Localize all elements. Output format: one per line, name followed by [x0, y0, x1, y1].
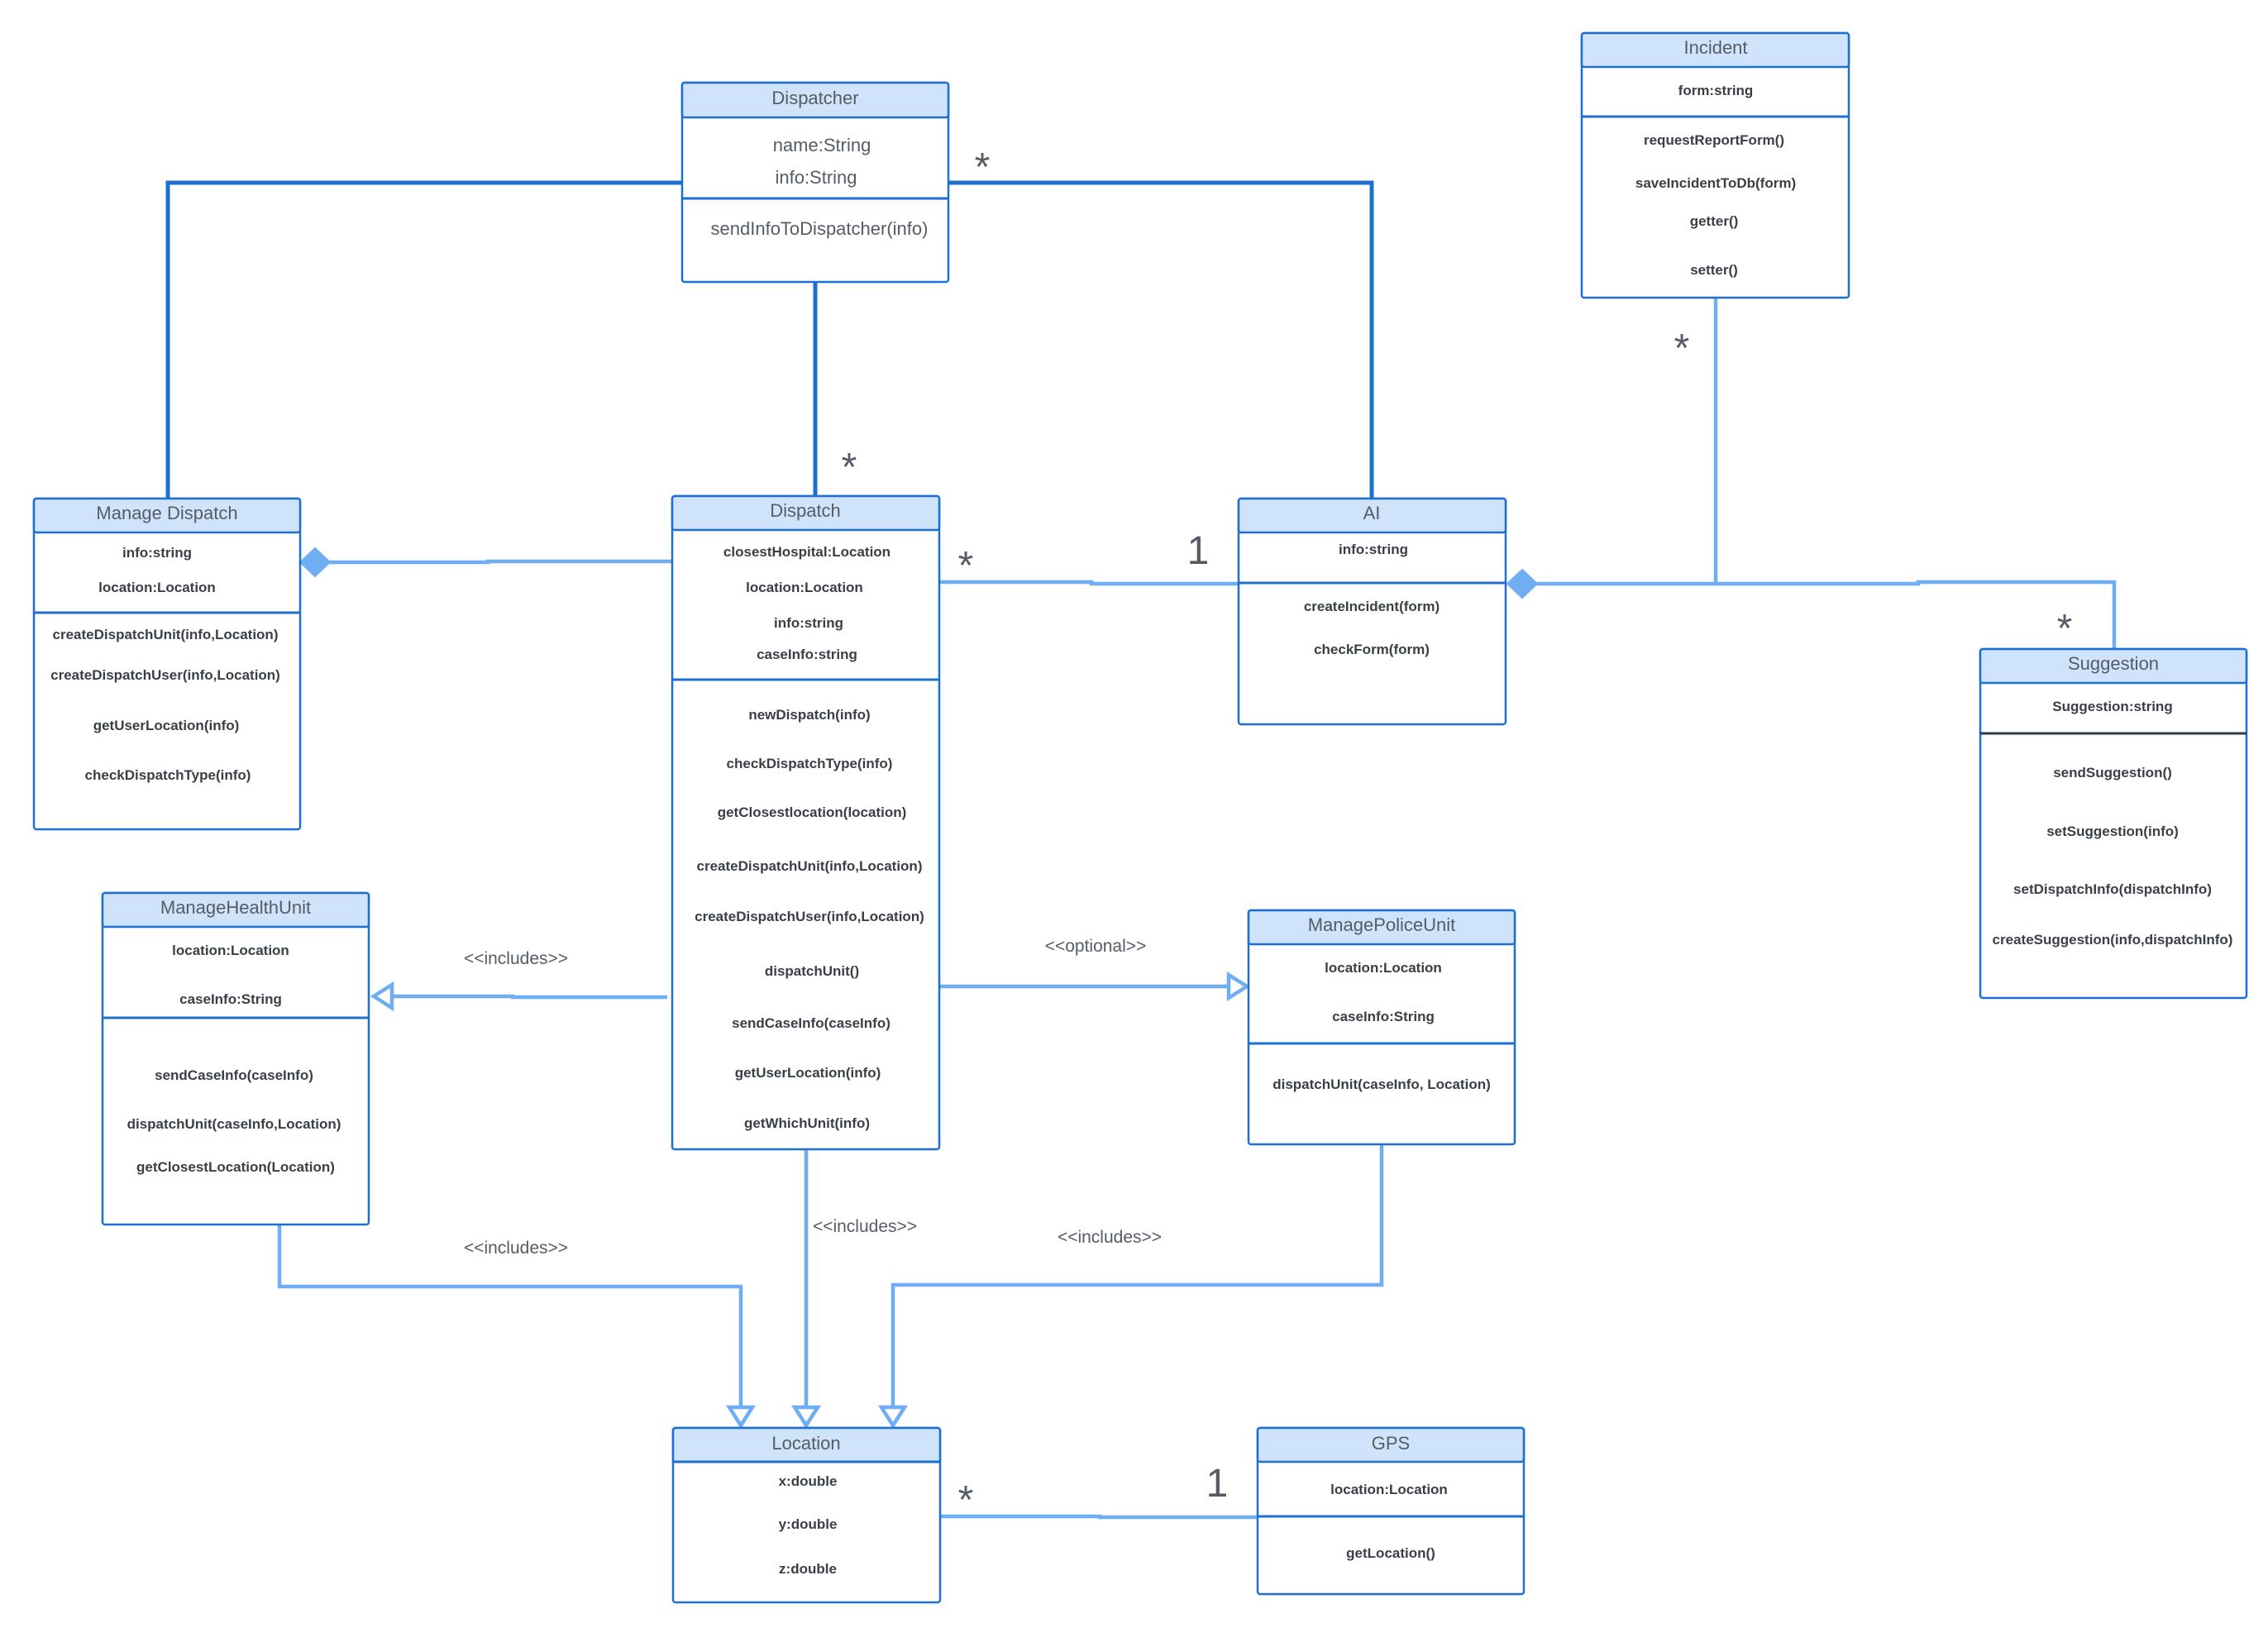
class-attribute: location:Location — [1325, 960, 1442, 976]
class-title: Suggestion — [2068, 653, 2159, 674]
class-method: getClosestLocation(Location) — [136, 1159, 335, 1175]
includes-police-location — [890, 1144, 1384, 1409]
class-method: createDispatchUnit(info,Location) — [697, 858, 923, 874]
class-method: createDispatchUser(info,Location) — [50, 667, 280, 683]
class-method: dispatchUnit() — [765, 963, 859, 979]
class-attribute: caseInfo:String — [1332, 1009, 1435, 1024]
composition-diamond-manage-dispatch — [298, 547, 332, 578]
stereotype-includes-police-location: <<includes>> — [1058, 1228, 1162, 1247]
class-method: createDispatchUnit(info,Location) — [53, 627, 279, 642]
class-title: ManageHealthUnit — [160, 897, 311, 918]
multiplicity-dispatcher-right: * — [975, 146, 991, 189]
class-method: checkForm(form) — [1314, 642, 1430, 657]
class-method: setter() — [1690, 262, 1738, 278]
composition-dispatch-manage-dispatch — [327, 559, 672, 565]
class-manage-dispatch[interactable]: Manage Dispatch info:string location:Loc… — [32, 497, 302, 831]
arrowhead-location-right — [877, 1405, 909, 1430]
class-ai[interactable]: AI info:string createIncident(form) chec… — [1237, 497, 1507, 726]
class-manage-police-unit[interactable]: ManagePoliceUnit location:Location caseI… — [1247, 909, 1516, 1146]
assoc-location-gps — [940, 1514, 1258, 1520]
class-gps[interactable]: GPS location:Location getLocation() — [1256, 1426, 1526, 1596]
class-method: getLocation() — [1346, 1545, 1435, 1561]
stereotype-includes-dispatch-location: <<includes>> — [813, 1217, 917, 1236]
class-method: createIncident(form) — [1304, 599, 1440, 614]
class-attribute: closestHospital:Location — [723, 544, 890, 560]
multiplicity-dispatch-to-ai: * — [958, 544, 974, 588]
class-method: getClosestlocation(location) — [718, 804, 907, 820]
class-method: getUserLocation(info) — [93, 718, 240, 733]
class-title: Incident — [1683, 37, 1747, 58]
class-method: createSuggestion(info,dispatchInfo) — [1993, 932, 2233, 948]
class-title: Dispatcher — [771, 88, 858, 108]
multiplicity-suggestion-top: * — [2057, 607, 2073, 651]
class-attribute: location:Location — [746, 580, 863, 595]
class-method: sendCaseInfo(caseInfo) — [155, 1067, 313, 1083]
class-title: GPS — [1372, 1433, 1410, 1454]
class-method: sendSuggestion() — [2053, 765, 2172, 781]
class-incident[interactable]: Incident form:string requestReportForm()… — [1580, 31, 1850, 299]
class-attribute: location:Location — [1330, 1482, 1448, 1497]
class-attribute: name:String — [773, 135, 871, 155]
assoc-dispatcher-manage-dispatch — [165, 180, 682, 499]
class-method: getUserLocation(info) — [735, 1065, 881, 1081]
arrowhead-location-left — [725, 1405, 757, 1430]
class-attribute: location:Location — [98, 580, 216, 595]
assoc-dispatcher-ai — [948, 180, 1374, 499]
class-method: sendCaseInfo(caseInfo) — [732, 1015, 890, 1031]
class-method: dispatchUnit(caseInfo,Location) — [127, 1116, 341, 1132]
class-manage-health-unit[interactable]: ManageHealthUnit location:Location caseI… — [101, 891, 370, 1226]
composition-diamond-ai — [1506, 568, 1539, 599]
class-attribute: y:double — [779, 1516, 838, 1532]
class-attribute: location:Location — [172, 943, 289, 958]
multiplicity-incident-bottom: * — [1674, 327, 1690, 370]
class-attribute: info:string — [774, 615, 843, 631]
class-method: setSuggestion(info) — [2046, 824, 2179, 839]
class-attribute: caseInfo:String — [179, 991, 282, 1007]
class-suggestion[interactable]: Suggestion Suggestion:string sendSuggest… — [1979, 647, 2248, 1000]
class-method: requestReportForm() — [1644, 132, 1784, 148]
class-method: dispatchUnit(caseInfo, Location) — [1272, 1077, 1491, 1092]
class-method: getter() — [1690, 213, 1739, 229]
stereotype-optional-police: <<optional>> — [1045, 937, 1147, 956]
stereotype-includes-health: <<includes>> — [464, 949, 568, 968]
multiplicity-dispatch-top: * — [842, 446, 857, 489]
class-attribute: x:double — [779, 1473, 838, 1489]
multiplicity-location-to-gps: * — [958, 1478, 974, 1522]
class-attribute: caseInfo:string — [757, 647, 857, 662]
class-dispatch[interactable]: Dispatch closestHospital:Location locati… — [671, 494, 941, 1151]
class-method: sendInfoToDispatcher(info) — [711, 218, 929, 239]
class-attribute: Suggestion:string — [2052, 699, 2172, 714]
class-method: setDispatchInfo(dispatchInfo) — [2013, 881, 2212, 897]
class-method: createDispatchUser(info,Location) — [695, 909, 924, 924]
multiplicity-ai-from-dispatch: 1 — [1187, 529, 1210, 573]
class-title: Location — [771, 1433, 840, 1454]
stereotype-includes-health-location: <<includes>> — [464, 1239, 568, 1258]
class-location[interactable]: Location x:double y:double z:double — [671, 1426, 942, 1604]
class-attribute: info:String — [775, 167, 857, 188]
class-title: Manage Dispatch — [96, 503, 237, 523]
class-title: AI — [1363, 503, 1381, 523]
class-method: getWhichUnit(info) — [744, 1115, 870, 1131]
class-dispatcher[interactable]: Dispatcher name:String info:String sendI… — [680, 81, 950, 284]
class-method: checkDispatchType(info) — [727, 756, 893, 771]
class-method: saveIncidentToDb(form) — [1635, 175, 1796, 191]
class-title: ManagePoliceUnit — [1308, 914, 1456, 935]
class-title: Dispatch — [770, 500, 841, 521]
class-attribute: z:double — [779, 1561, 837, 1577]
class-method: checkDispatchType(info) — [85, 767, 251, 783]
includes-dispatch-health — [389, 994, 667, 1000]
class-method: newDispatch(info) — [748, 707, 870, 723]
arrowhead-police — [1226, 971, 1251, 1002]
arrowhead-health — [370, 981, 394, 1012]
multiplicity-gps-from-location: 1 — [1206, 1462, 1229, 1506]
class-attribute: info:string — [1339, 542, 1408, 557]
class-attribute: form:string — [1678, 83, 1754, 98]
assoc-dispatch-ai — [939, 580, 1239, 586]
class-attribute: info:string — [122, 545, 192, 561]
arrowhead-location-center — [790, 1405, 822, 1430]
includes-health-location — [277, 1225, 743, 1409]
composition-ai-suggestion — [1537, 580, 2117, 648]
